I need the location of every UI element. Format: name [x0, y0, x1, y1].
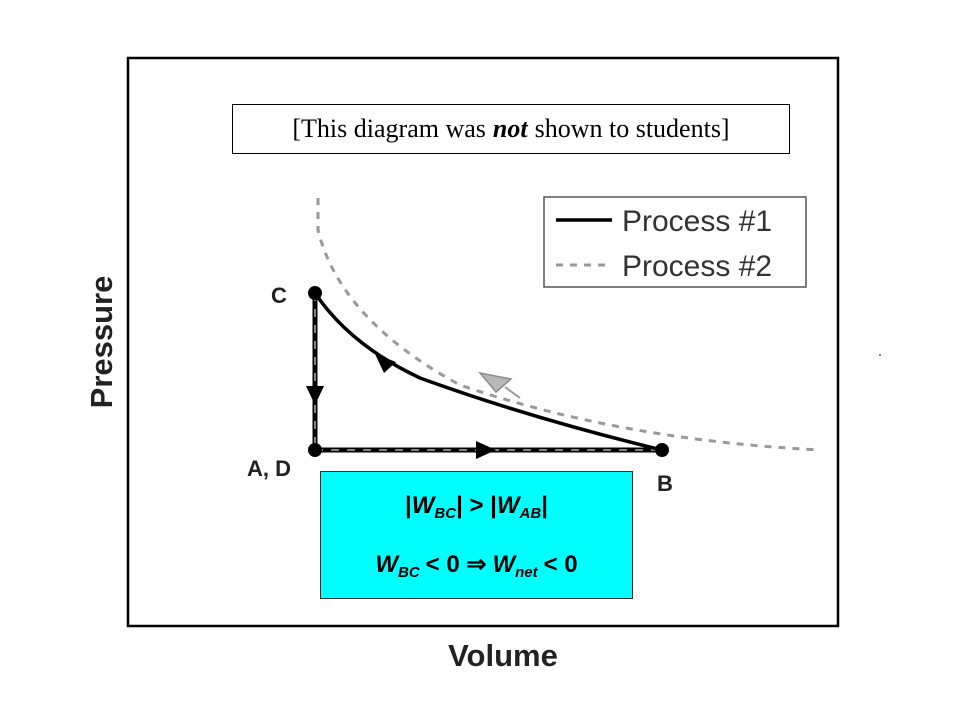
point-c	[308, 286, 322, 300]
w-net-subscript: net	[515, 564, 538, 581]
implies-text: < 0 ⇒	[425, 551, 487, 578]
w-net-symbol: W	[492, 551, 516, 578]
process1-arrow-icon	[375, 354, 396, 373]
label-c: C	[271, 283, 287, 308]
w-bc-symbol: W	[411, 492, 435, 519]
process2-curve	[316, 198, 821, 452]
plot-frame	[126, 56, 840, 628]
note-text-emphasis: not	[492, 114, 528, 143]
lt-zero-text: < 0	[543, 551, 578, 578]
label-ad: A, D	[247, 456, 291, 481]
point-b	[655, 443, 669, 457]
y-axis-label: Pressure	[84, 276, 119, 409]
process2-arrow-tail	[504, 386, 521, 399]
speck	[879, 354, 881, 356]
net-work-statement: WBC< 0 ⇒Wnet< 0	[321, 550, 632, 581]
note-text-after: shown to students]	[534, 114, 730, 143]
label-b: B	[657, 471, 673, 496]
w-ab-symbol: W	[496, 492, 520, 519]
work-inequality: |WBC| > |WAB|	[405, 492, 548, 522]
point-ad	[308, 443, 322, 457]
w-bc-subscript-2: BC	[397, 564, 420, 581]
legend-process1-label: Process #1	[622, 205, 772, 238]
work-comparison-box: |WBC| > |WAB| WBC< 0 ⇒Wnet< 0	[320, 471, 633, 599]
ca-arrow-icon	[306, 386, 324, 405]
gt-operator: > |	[469, 492, 497, 519]
note-text-before: [This diagram was	[292, 114, 486, 143]
w-bc-subscript: BC	[434, 505, 457, 522]
legend-box	[543, 196, 807, 288]
w-bc-symbol-2: W	[375, 551, 398, 578]
legend-process2-label: Process #2	[622, 250, 772, 283]
ab-arrow-icon	[476, 441, 496, 459]
not-shown-note: [This diagram was not shown to students]	[232, 104, 790, 154]
process2-arrow-icon	[478, 371, 513, 394]
process1-curve	[313, 292, 663, 452]
x-axis-label: Volume	[448, 638, 558, 673]
w-ab-subscript: AB	[519, 505, 542, 522]
